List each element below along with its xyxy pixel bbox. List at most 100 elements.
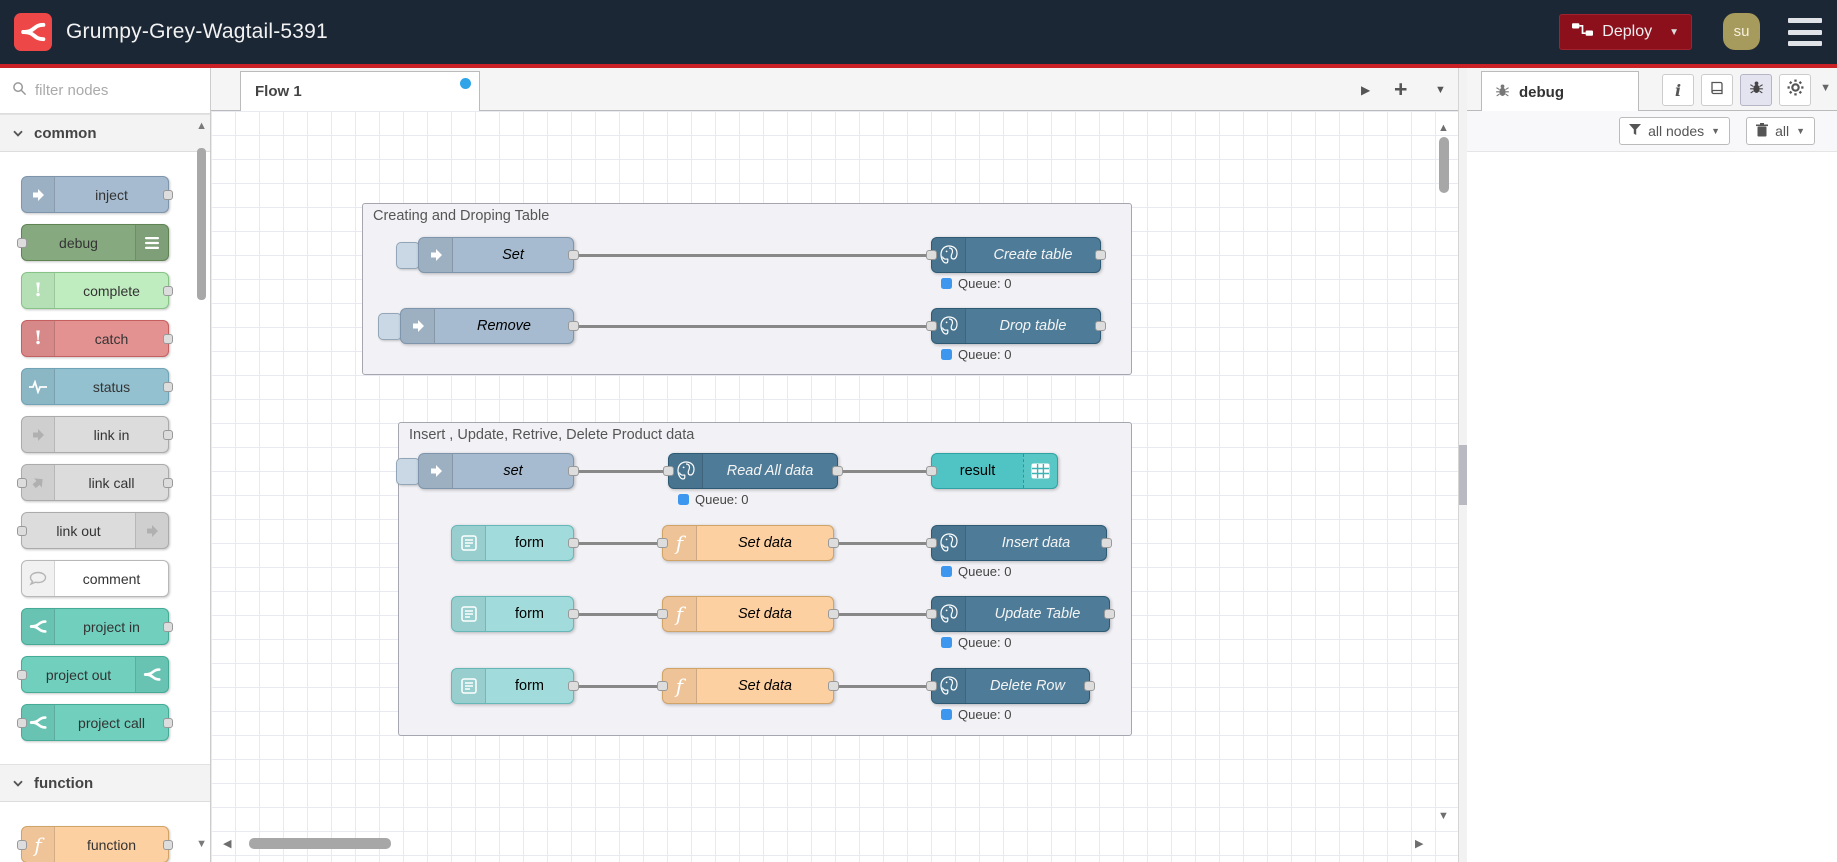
canvas-vertical-scrollbar[interactable] <box>1439 137 1449 193</box>
port[interactable] <box>926 250 937 260</box>
deploy-dropdown-icon[interactable]: ▼ <box>1669 26 1679 38</box>
port[interactable] <box>1104 609 1115 619</box>
palette-scroll-up-icon[interactable]: ▲ <box>196 120 207 132</box>
flow-tab[interactable]: Flow 1 <box>240 71 480 111</box>
wire[interactable] <box>574 613 662 616</box>
inject-button[interactable] <box>396 458 420 485</box>
bug-icon <box>1749 80 1764 100</box>
port[interactable] <box>568 321 579 331</box>
palette-node-comment[interactable]: comment <box>21 560 169 597</box>
port[interactable] <box>1095 321 1106 331</box>
sidebar-collapse-icon[interactable]: ▼ <box>1820 82 1831 94</box>
inject-button[interactable] <box>378 313 402 340</box>
node-postgres-drop-table[interactable]: Drop table <box>926 308 1106 344</box>
port[interactable] <box>926 538 937 548</box>
node-form[interactable]: form <box>451 525 579 561</box>
palette-category-function[interactable]: function <box>0 764 210 802</box>
user-avatar[interactable]: su <box>1723 13 1760 50</box>
port[interactable] <box>926 609 937 619</box>
tab-scroll-right-icon[interactable]: ▶ <box>1361 82 1371 97</box>
wire[interactable] <box>834 542 931 545</box>
wire[interactable] <box>574 254 931 257</box>
port[interactable] <box>568 250 579 260</box>
canvas-horizontal-scrollbar[interactable] <box>249 838 391 849</box>
palette-node-link-out[interactable]: link out <box>17 512 169 549</box>
port[interactable] <box>657 538 668 548</box>
port[interactable] <box>926 681 937 691</box>
config-tab-button[interactable] <box>1779 74 1811 106</box>
port[interactable] <box>568 466 579 476</box>
palette-scroll-down-icon[interactable]: ▼ <box>196 838 207 850</box>
wire[interactable] <box>834 685 931 688</box>
node-postgres-update-table[interactable]: Update Table <box>926 596 1115 632</box>
palette-node-project-out[interactable]: project out <box>17 656 169 693</box>
palette-category-common[interactable]: common <box>0 114 210 152</box>
port[interactable] <box>1101 538 1112 548</box>
node-inject-set[interactable]: set <box>418 453 579 489</box>
tab-debug[interactable]: debug <box>1481 71 1639 112</box>
node-inject-set[interactable]: Set <box>418 237 579 273</box>
canvas-scroll-down-icon[interactable]: ▼ <box>1438 810 1449 822</box>
add-flow-button[interactable]: + <box>1394 76 1408 102</box>
main-menu-icon[interactable] <box>1788 18 1822 46</box>
port[interactable] <box>1084 681 1095 691</box>
flow-canvas[interactable]: Creating and Droping Table Set Create ta… <box>211 111 1458 862</box>
palette-node-link-in[interactable]: link in <box>21 416 173 453</box>
splitter-handle[interactable] <box>1459 445 1468 505</box>
node-function-set-data[interactable]: f Set data <box>657 596 839 632</box>
palette-node-debug[interactable]: debug <box>17 224 169 261</box>
inject-button[interactable] <box>396 242 420 269</box>
palette-node-project-in[interactable]: project in <box>21 608 173 645</box>
port[interactable] <box>657 681 668 691</box>
palette-node-link-call[interactable]: link call <box>17 464 173 501</box>
palette-node-complete[interactable]: ! complete <box>21 272 173 309</box>
canvas-scroll-right-icon[interactable]: ▶ <box>1415 838 1424 850</box>
wire[interactable] <box>574 470 668 473</box>
canvas-scroll-up-icon[interactable]: ▲ <box>1438 122 1449 134</box>
port[interactable] <box>657 609 668 619</box>
port[interactable] <box>832 466 843 476</box>
debug-tab-button[interactable] <box>1740 74 1772 106</box>
port[interactable] <box>663 466 674 476</box>
wire[interactable] <box>838 470 931 473</box>
node-postgres-insert-data[interactable]: Insert data <box>926 525 1112 561</box>
wire[interactable] <box>574 542 662 545</box>
group-creating-dropping-table[interactable]: Creating and Droping Table <box>362 203 1132 375</box>
port[interactable] <box>926 321 937 331</box>
port[interactable] <box>568 538 579 548</box>
port[interactable] <box>1095 250 1106 260</box>
port[interactable] <box>568 681 579 691</box>
wire[interactable] <box>574 685 662 688</box>
palette-filter-input[interactable] <box>35 82 185 99</box>
palette-node-inject[interactable]: inject <box>21 176 173 213</box>
debug-clear-button[interactable]: all ▼ <box>1746 117 1815 145</box>
deploy-button[interactable]: Deploy ▼ <box>1559 14 1692 50</box>
node-function-set-data[interactable]: f Set data <box>657 668 839 704</box>
node-function-set-data[interactable]: f Set data <box>657 525 839 561</box>
palette-node-project-call[interactable]: project call <box>17 704 173 741</box>
sidebar-splitter[interactable] <box>1458 68 1468 862</box>
help-tab-button[interactable] <box>1701 74 1733 106</box>
node-debug-result[interactable]: result <box>926 453 1058 489</box>
node-postgres-read-all[interactable]: Read All data <box>663 453 843 489</box>
port[interactable] <box>828 609 839 619</box>
palette-scrollbar[interactable] <box>197 148 206 300</box>
debug-filter-button[interactable]: all nodes ▼ <box>1619 117 1731 145</box>
port[interactable] <box>568 609 579 619</box>
palette-node-status[interactable]: status <box>21 368 173 405</box>
node-form[interactable]: form <box>451 668 579 704</box>
info-tab-button[interactable]: i <box>1662 74 1694 106</box>
node-form[interactable]: form <box>451 596 579 632</box>
palette-node-function[interactable]: f function <box>17 826 173 862</box>
flow-list-dropdown-icon[interactable]: ▼ <box>1435 83 1446 96</box>
palette-node-catch[interactable]: ! catch <box>21 320 173 357</box>
node-postgres-create-table[interactable]: Create table <box>926 237 1106 273</box>
wire[interactable] <box>834 613 931 616</box>
node-postgres-delete-row[interactable]: Delete Row <box>926 668 1095 704</box>
port[interactable] <box>828 681 839 691</box>
wire[interactable] <box>574 325 931 328</box>
port[interactable] <box>926 466 937 476</box>
node-inject-remove[interactable]: Remove <box>400 308 579 344</box>
port[interactable] <box>828 538 839 548</box>
canvas-scroll-left-icon[interactable]: ◀ <box>223 838 232 850</box>
